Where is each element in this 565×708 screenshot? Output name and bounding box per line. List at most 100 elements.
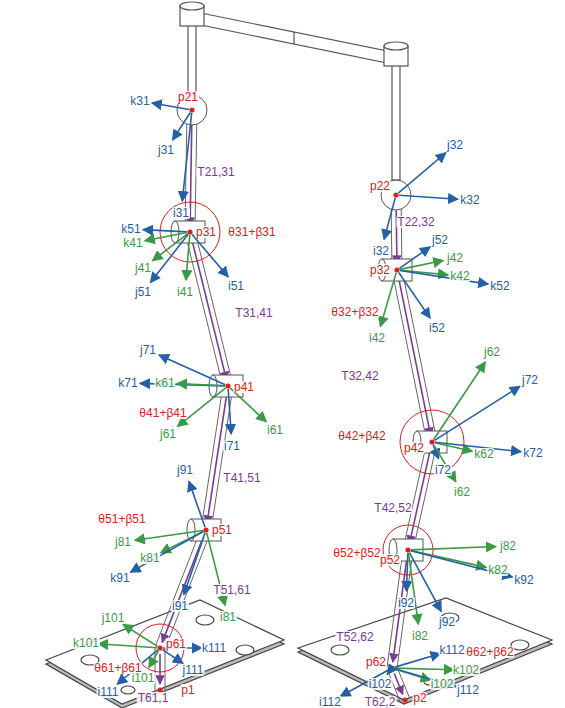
frame-label: i81 (219, 611, 237, 623)
axis-arrow (140, 383, 225, 386)
frame-label: j72 (521, 374, 539, 386)
link-rail (185, 233, 223, 387)
axis-arrow (192, 234, 228, 277)
joint-point (203, 527, 208, 532)
axis-arrow (399, 247, 430, 268)
frame-label: i42 (368, 332, 386, 344)
frame-label: i62 (453, 486, 471, 498)
frame-label: k31 (129, 95, 150, 107)
axis-arrow (399, 195, 458, 199)
transform-arrow (207, 392, 227, 524)
axis-arrow (130, 531, 203, 572)
frame-label: k61 (154, 377, 175, 389)
axis-arrow (400, 270, 488, 284)
frame-label: θ51+β51 (97, 513, 146, 525)
leg-joints (136, 95, 464, 703)
transform-arrow (409, 448, 430, 544)
frame-label: j92 (438, 616, 456, 628)
axis-arrow (189, 481, 205, 527)
frame-label: k72 (522, 447, 543, 459)
frame-label: j31 (157, 144, 175, 156)
rotation-circle (400, 410, 464, 474)
frame-label: i51 (227, 280, 245, 292)
frame-axes (98, 103, 521, 696)
frame-label: θ62+β62 (465, 646, 514, 658)
axis-arrow (230, 388, 266, 422)
transform-arrow (191, 238, 226, 380)
frame-label: k102 (452, 664, 480, 676)
frame-label: T31,41 (234, 307, 273, 319)
axis-arrow (150, 234, 188, 282)
axis-arrow (434, 445, 456, 482)
frame-label: p2 (412, 692, 427, 704)
frame-label: p32 (369, 264, 391, 276)
frame-label: i31 (172, 207, 190, 219)
frame-label: j71 (139, 344, 157, 356)
rotation-circle (160, 202, 220, 262)
frame-label: k71 (117, 377, 138, 389)
frame-label: p51 (211, 524, 233, 536)
frame-label: k82 (487, 564, 508, 576)
frame-label: T41,51 (222, 472, 261, 484)
axis-arrow (98, 644, 157, 648)
frame-label: θ31+β31 (227, 226, 276, 238)
frame-label: j61 (159, 428, 177, 440)
transform-arrow (394, 674, 402, 695)
frame-label: i71 (223, 440, 241, 452)
frame-label: j52 (431, 234, 449, 246)
frame-label: j62 (483, 346, 501, 358)
link-rail (402, 269, 437, 441)
frame-label: i92 (397, 597, 415, 609)
frame-label: k91 (109, 572, 130, 584)
axis-arrow (177, 384, 225, 386)
frame-label: j41 (134, 262, 152, 274)
frame-label: T61,1 (137, 692, 170, 704)
frame-label: k51 (120, 223, 141, 235)
joint-point (157, 645, 162, 650)
leg-links (155, 110, 437, 702)
frame-label: T62,2 (364, 696, 397, 708)
frame-label: k111 (201, 642, 227, 654)
frame-label: θ41+β41 (138, 407, 187, 419)
frame-label: i72 (434, 464, 452, 476)
joint-point (225, 383, 230, 388)
joint-point (189, 107, 194, 112)
frame-label: T21,31 (196, 166, 235, 178)
link-rail (413, 443, 437, 551)
frame-label: j82 (499, 540, 517, 552)
frame-label: T51,61 (212, 584, 251, 596)
frame-label: T52,62 (335, 631, 374, 643)
frame-label: j81 (114, 536, 132, 548)
frame-label: j42 (446, 252, 464, 264)
axis-arrow (173, 113, 191, 140)
frame-label: k81 (139, 552, 160, 564)
frame-label: i112 (318, 696, 342, 708)
frame-label: k32 (459, 194, 480, 206)
link-rail (201, 385, 223, 529)
frame-label: k41 (122, 237, 143, 249)
frame-label: i111 (97, 686, 120, 698)
axis-arrow (395, 668, 454, 670)
frame-label: i102 (368, 678, 393, 690)
axis-arrow (380, 273, 396, 327)
axis-arrow (411, 551, 512, 577)
frame-label: T22,32 (396, 216, 435, 228)
axis-arrow (384, 198, 395, 240)
joint-point (405, 547, 410, 552)
joint-point (389, 665, 394, 670)
axis-arrow (162, 650, 183, 664)
axis-arrow (228, 389, 231, 434)
axis-arrow (434, 362, 486, 440)
frame-label: k101 (72, 637, 100, 649)
axis-arrow (395, 653, 441, 667)
frame-label: k62 (473, 448, 494, 460)
frame-label: p31 (195, 226, 217, 238)
frame-label: i61 (266, 424, 284, 436)
link-rail (403, 441, 427, 549)
frame-label: j111 (182, 664, 205, 676)
axis-arrow (123, 624, 157, 646)
frame-label: θ32+β32 (330, 306, 379, 318)
frame-label: θ42+β42 (337, 430, 386, 442)
